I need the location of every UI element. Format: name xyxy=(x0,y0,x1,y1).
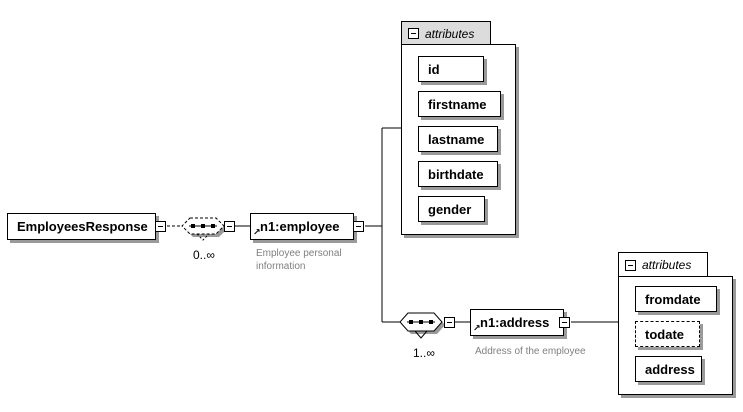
employee-attributes-collapse-toggle[interactable] xyxy=(408,28,419,39)
sequence-compositor-2-shape xyxy=(399,312,445,339)
address-attributes-title: attributes xyxy=(642,258,692,272)
employee-element-node[interactable]: ↗ n1:employee xyxy=(250,213,354,240)
attribute-birthdate[interactable]: birthdate xyxy=(418,161,498,187)
attribute-lastname[interactable]: lastname xyxy=(418,126,498,152)
employee-collapse-toggle[interactable] xyxy=(353,221,364,232)
reference-arrow-icon: ↗ xyxy=(253,227,261,237)
root-element-label: EmployeesResponse xyxy=(17,219,148,234)
sequence-compositor-1-shape xyxy=(181,217,227,241)
attribute-address[interactable]: address xyxy=(635,356,702,382)
address-documentation: Address of the employee xyxy=(475,346,586,357)
sequence-1-cardinality: 0..∞ xyxy=(193,248,215,262)
address-element-label: n1:address xyxy=(480,315,550,330)
attribute-fromdate[interactable]: fromdate xyxy=(635,286,717,312)
attribute-address-label: address xyxy=(645,361,695,377)
attribute-firstname-label: firstname xyxy=(428,96,487,112)
attribute-firstname[interactable]: firstname xyxy=(418,91,501,117)
root-collapse-toggle[interactable] xyxy=(155,221,166,232)
employee-doc-line-2: information xyxy=(256,261,306,272)
attribute-todate[interactable]: todate xyxy=(635,321,700,347)
employee-doc-line-1: Employee personal xyxy=(256,248,342,259)
attribute-lastname-label: lastname xyxy=(428,131,485,147)
attribute-fromdate-label: fromdate xyxy=(645,291,701,307)
attribute-birthdate-label: birthdate xyxy=(428,166,484,182)
attribute-gender-label: gender xyxy=(428,201,472,217)
attribute-id-label: id xyxy=(428,61,440,77)
employee-attributes-title: attributes xyxy=(425,26,475,41)
attribute-gender[interactable]: gender xyxy=(418,196,485,222)
reference-arrow-icon: ↗ xyxy=(473,323,481,333)
attribute-todate-label: todate xyxy=(645,326,684,342)
sequence-2-collapse-toggle[interactable] xyxy=(444,317,455,328)
employee-element-label: n1:employee xyxy=(260,219,340,234)
root-element-node[interactable]: EmployeesResponse xyxy=(7,213,156,240)
attribute-id[interactable]: id xyxy=(418,56,484,82)
employee-documentation: Employee personal information xyxy=(256,247,342,273)
address-collapse-toggle[interactable] xyxy=(559,317,570,328)
address-attributes-tab[interactable]: attributes xyxy=(618,252,708,277)
employee-attributes-tab[interactable]: attributes xyxy=(401,21,491,45)
sequence-1-collapse-toggle[interactable] xyxy=(224,221,235,232)
sequence-2-cardinality: 1..∞ xyxy=(413,346,435,360)
address-element-node[interactable]: ↗ n1:address xyxy=(470,309,564,336)
address-attributes-collapse-toggle[interactable] xyxy=(625,259,636,271)
